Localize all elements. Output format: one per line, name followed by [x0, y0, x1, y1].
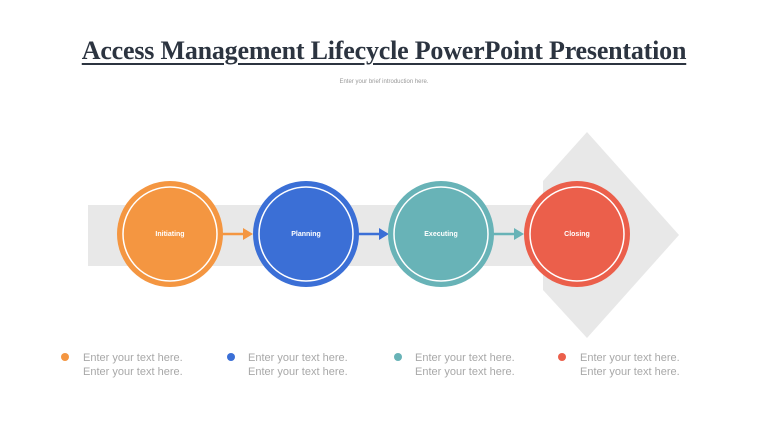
stage-executing[interactable]: Executing: [388, 181, 494, 287]
note-closing[interactable]: Enter your text here. Enter your text he…: [580, 352, 680, 378]
note-initiating[interactable]: Enter your text here. Enter your text he…: [83, 352, 183, 378]
bullet-dot-initiating: [61, 353, 69, 361]
connector-planning-executing: [358, 228, 389, 240]
stage-label-initiating: Initiating: [155, 231, 184, 238]
slide-title: Access Management Lifecycle PowerPoint P…: [81, 36, 687, 65]
stage-label-executing: Executing: [424, 231, 457, 238]
connector-initiating-planning: [222, 228, 253, 240]
bullet-dot-planning: [227, 353, 235, 361]
bullet-dot-executing: [394, 353, 402, 361]
bullet-dot-closing: [558, 353, 566, 361]
stage-label-planning: Planning: [291, 231, 321, 238]
stage-planning[interactable]: Planning: [253, 181, 359, 287]
slide-subtitle: Enter your brief introduction here.: [339, 79, 429, 85]
note-executing[interactable]: Enter your text here. Enter your text he…: [415, 352, 515, 378]
connector-executing-closing: [493, 228, 524, 240]
stage-initiating[interactable]: Initiating: [117, 181, 223, 287]
note-planning[interactable]: Enter your text here. Enter your text he…: [248, 352, 348, 378]
stage-closing[interactable]: Closing: [524, 181, 630, 287]
stage-label-closing: Closing: [564, 231, 590, 238]
